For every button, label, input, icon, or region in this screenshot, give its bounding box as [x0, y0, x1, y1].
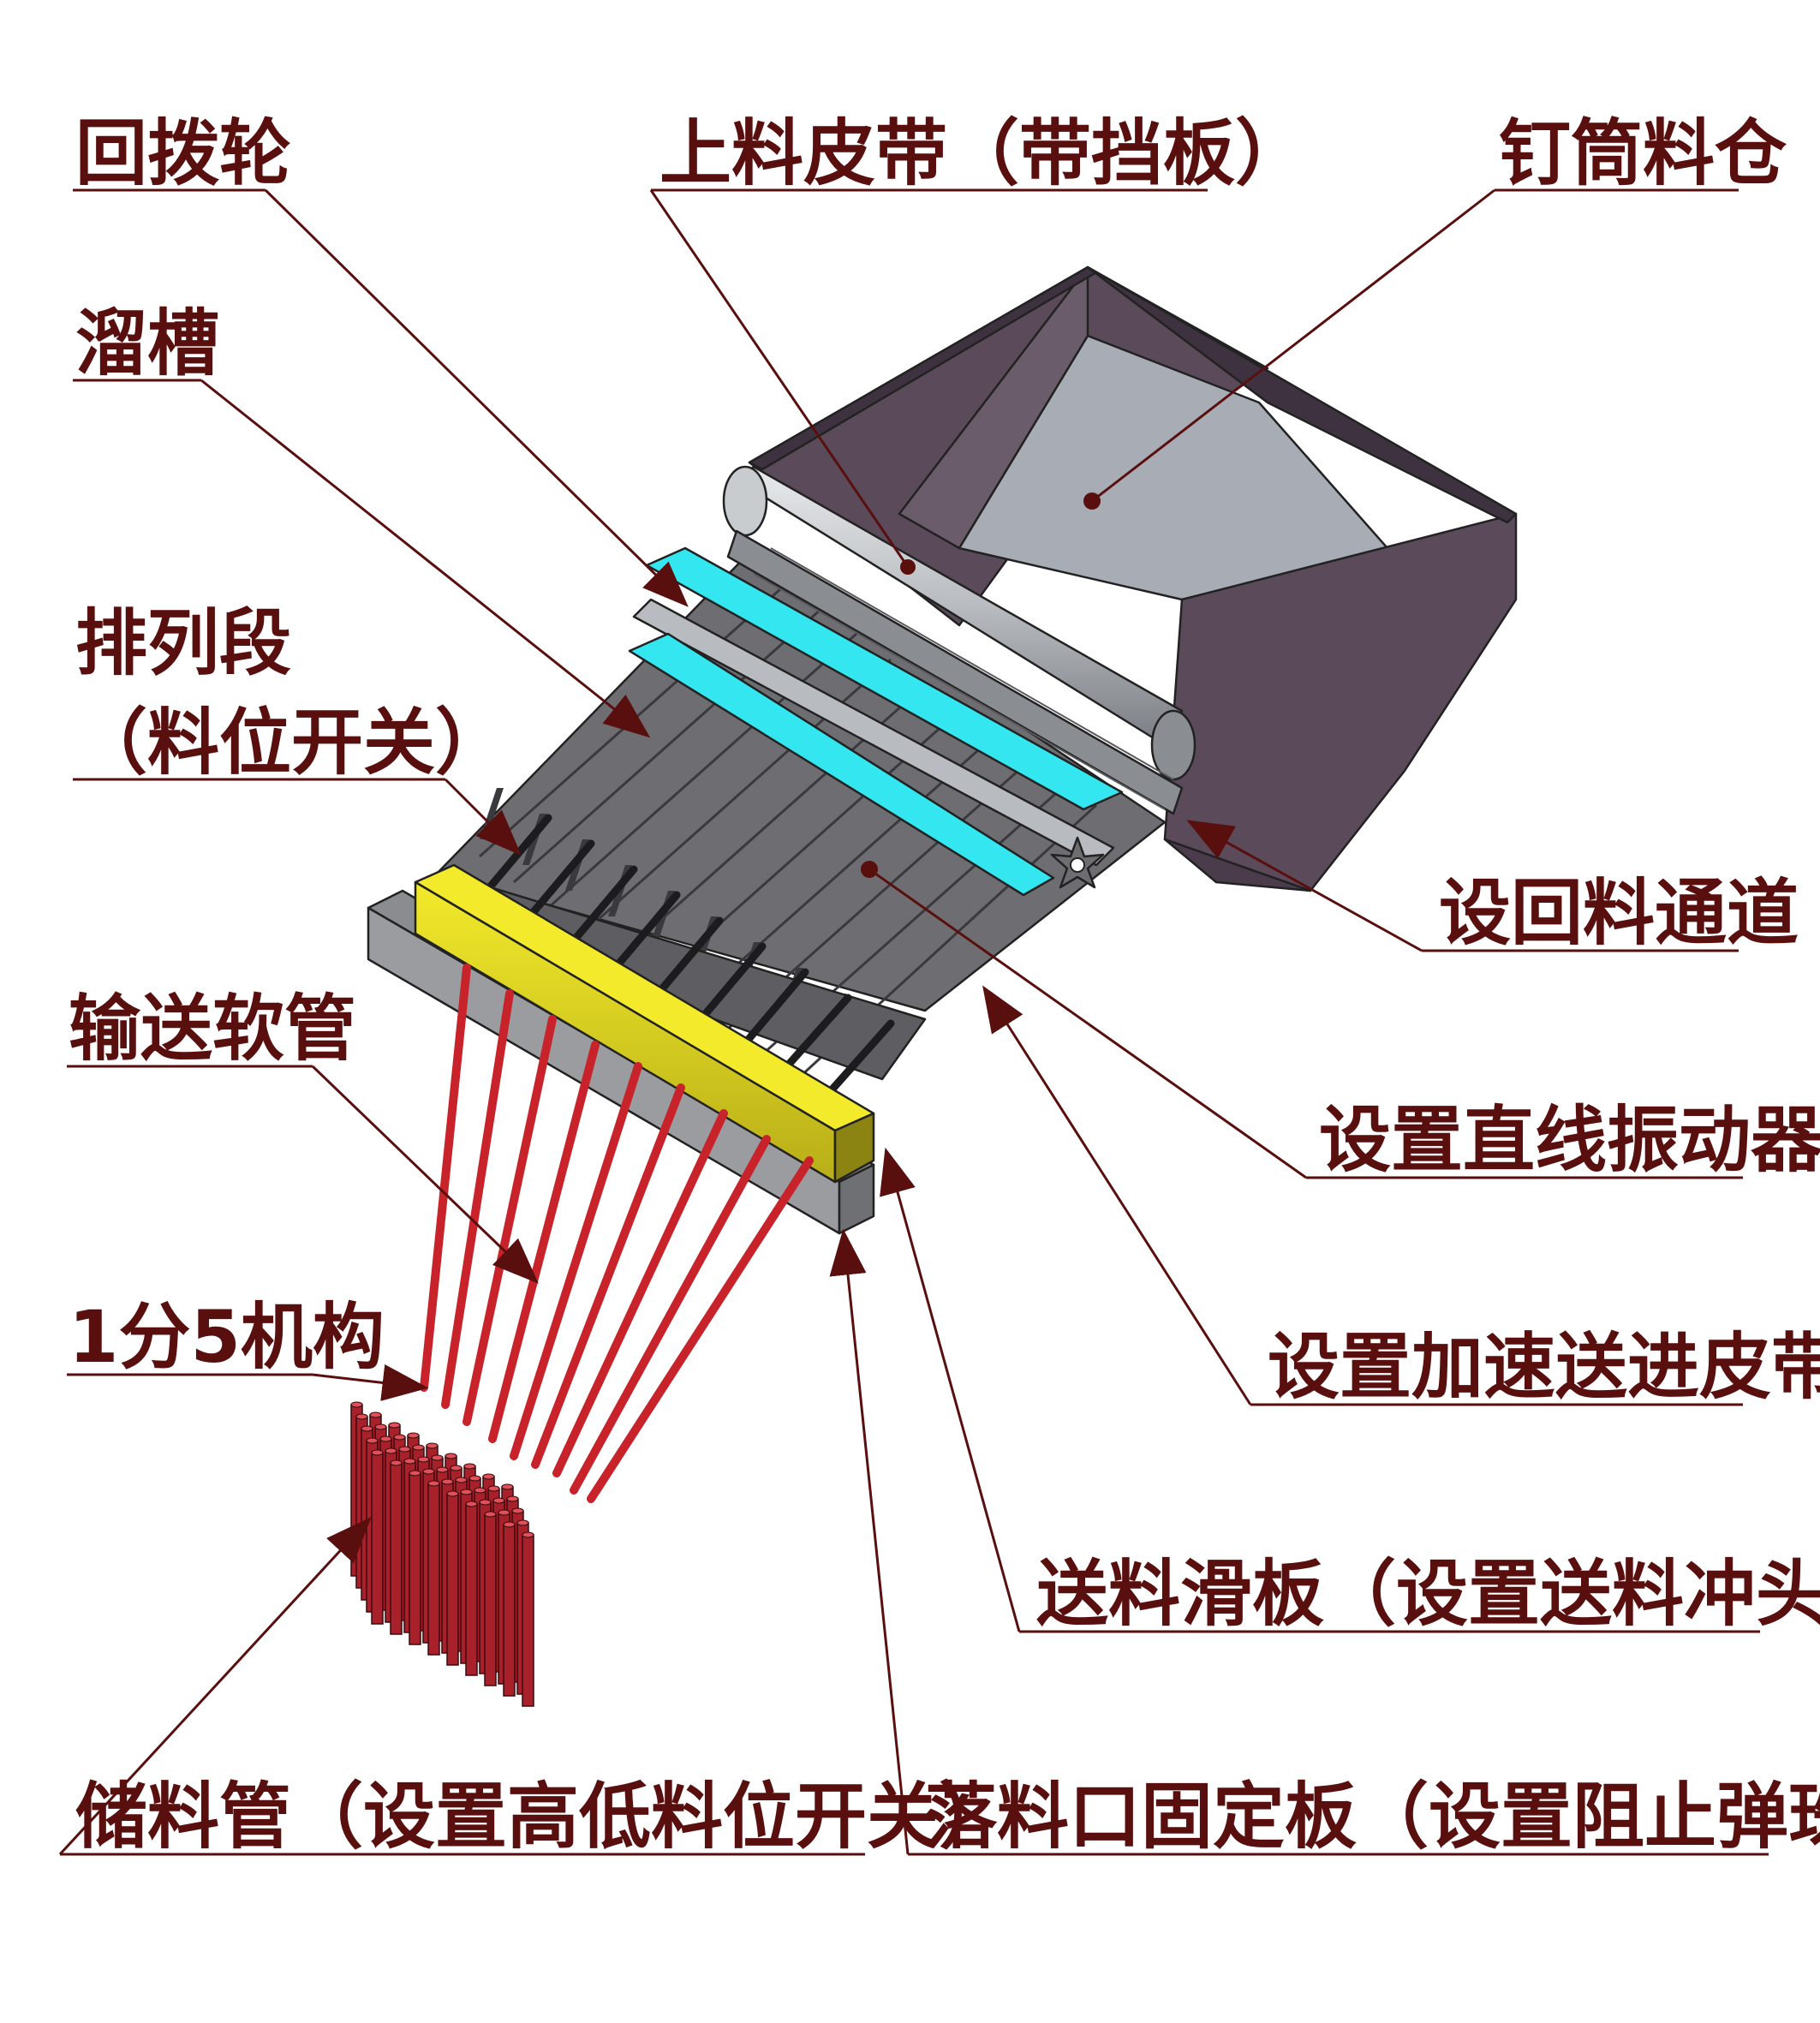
svg-text:排列段: 排列段 [75, 601, 291, 685]
feed-belt [722, 465, 1196, 815]
storage-tube-cap [450, 1465, 462, 1471]
storage-tube-cap [492, 1497, 505, 1504]
label-jiasu: 设置加速送进皮带 [982, 985, 1820, 1409]
storage-tube-cap [417, 1456, 430, 1463]
svg-text:上料皮带（带挡板）: 上料皮带（带挡板） [659, 111, 1307, 195]
storage-tube-cap [426, 1442, 439, 1449]
storage-tube-cap [463, 1463, 476, 1470]
svg-text:输送软管: 输送软管 [69, 987, 356, 1071]
storage-tube [427, 1483, 440, 1656]
svg-text:1分5机构: 1分5机构 [69, 1295, 385, 1379]
svg-text:送料滑板（设置送料冲头）: 送料滑板（设置送料冲头） [1036, 1552, 1820, 1636]
storage-tube [409, 1472, 421, 1645]
storage-tube-cap [436, 1466, 449, 1473]
svg-text:设置直线振动器: 设置直线振动器 [1319, 1098, 1820, 1182]
svg-text:储料管（设置高低料位开关）: 储料管（设置高低料位开关） [75, 1775, 1011, 1859]
label-fenwu: 1分5机构 [67, 1295, 429, 1401]
storage-tube-cap [361, 1425, 373, 1432]
storage-tube-cap [441, 1478, 454, 1485]
storage-tube-cap [460, 1489, 473, 1495]
storage-tube-cap [427, 1480, 440, 1487]
storage-tube-cap [498, 1509, 510, 1516]
storage-tube-cap [388, 1422, 401, 1429]
storage-tube-cap [393, 1434, 406, 1441]
storage-tube-cap [468, 1475, 481, 1482]
storage-tube-cap [445, 1453, 457, 1459]
storage-tube-cap [522, 1531, 534, 1538]
label-huibolun: 回拨轮 [73, 111, 689, 607]
storage-tube-cap [422, 1468, 435, 1475]
label-huiliao: 设回料通道 [1186, 820, 1799, 955]
storage-tube-cap [390, 1459, 403, 1466]
storage-tube-cap [516, 1519, 529, 1526]
storage-tube-cap [484, 1511, 497, 1518]
label-dingtong: 钉筒料仓 [1083, 111, 1787, 510]
storage-tube-cap [412, 1444, 425, 1451]
storage-tube-cap [350, 1401, 363, 1408]
label-songliao: 送料滑板（设置送料冲头） [880, 1147, 1820, 1636]
drop-port-plate [414, 863, 875, 1184]
storage-tube-cap [366, 1437, 379, 1444]
storage-tube-cap [446, 1490, 459, 1497]
storage-tube-cap [398, 1446, 411, 1453]
storage-tube-cap [479, 1499, 492, 1506]
hopper [748, 266, 1518, 892]
storage-tube-cap [355, 1413, 368, 1420]
storage-tube [390, 1462, 403, 1635]
storage-tube [446, 1493, 459, 1666]
storage-tube [371, 1452, 384, 1625]
storage-tube-cap [409, 1470, 421, 1477]
storage-tube-cap [374, 1423, 387, 1430]
storage-tube-cap [431, 1454, 444, 1461]
svg-text:设回料通道: 设回料通道 [1439, 871, 1799, 955]
svg-text:（料位开关）: （料位开关） [75, 701, 507, 785]
storage-tube-cap [379, 1435, 392, 1442]
storage-tube-cap [511, 1507, 524, 1514]
conveying-hoses [420, 964, 814, 1503]
storage-tube-cap [407, 1432, 420, 1439]
storage-tube-cap [501, 1483, 514, 1490]
svg-text:设置加速送进皮带: 设置加速送进皮带 [1268, 1325, 1820, 1409]
storage-tube-cap [403, 1458, 416, 1465]
storage-tube-cap [369, 1411, 382, 1418]
label-pailie: 排列段 （料位开关） [73, 601, 522, 856]
label-chuliao: 储料管（设置高低料位开关） [58, 1517, 1011, 1859]
storage-tube-cap [503, 1521, 516, 1528]
storage-tube [465, 1503, 478, 1676]
storage-tube-cap [465, 1501, 478, 1507]
storage-tube-cap [487, 1485, 500, 1492]
return-wheel [628, 546, 1124, 897]
storage-tube-cap [385, 1447, 397, 1454]
storage-tubes [350, 1401, 534, 1707]
label-shusong: 输送软管 [67, 987, 539, 1284]
storage-tube [522, 1534, 534, 1707]
storage-tube-cap [506, 1495, 519, 1502]
storage-tube-cap [371, 1449, 384, 1456]
svg-text:钉筒料仓: 钉筒料仓 [1499, 111, 1787, 195]
storage-tube-cap [455, 1477, 468, 1483]
svg-text:落料口固定板（设置阻止弹珠）: 落料口固定板（设置阻止弹珠） [925, 1775, 1820, 1859]
storage-tube [484, 1513, 497, 1686]
storage-tube-cap [474, 1487, 486, 1494]
svg-text:溜槽: 溜槽 [75, 301, 219, 385]
svg-text:回拨轮: 回拨轮 [75, 111, 291, 195]
storage-tube-cap [482, 1473, 495, 1480]
storage-tube [503, 1524, 516, 1697]
label-liucao: 溜槽 [73, 301, 651, 738]
label-zhenzhong: 设置直线振动器 [861, 861, 1820, 1182]
label-luoliao: 落料口固定板（设置阻止弹珠） [829, 1228, 1820, 1859]
label-shangliao: 上料皮带（带挡板） [649, 111, 1307, 575]
